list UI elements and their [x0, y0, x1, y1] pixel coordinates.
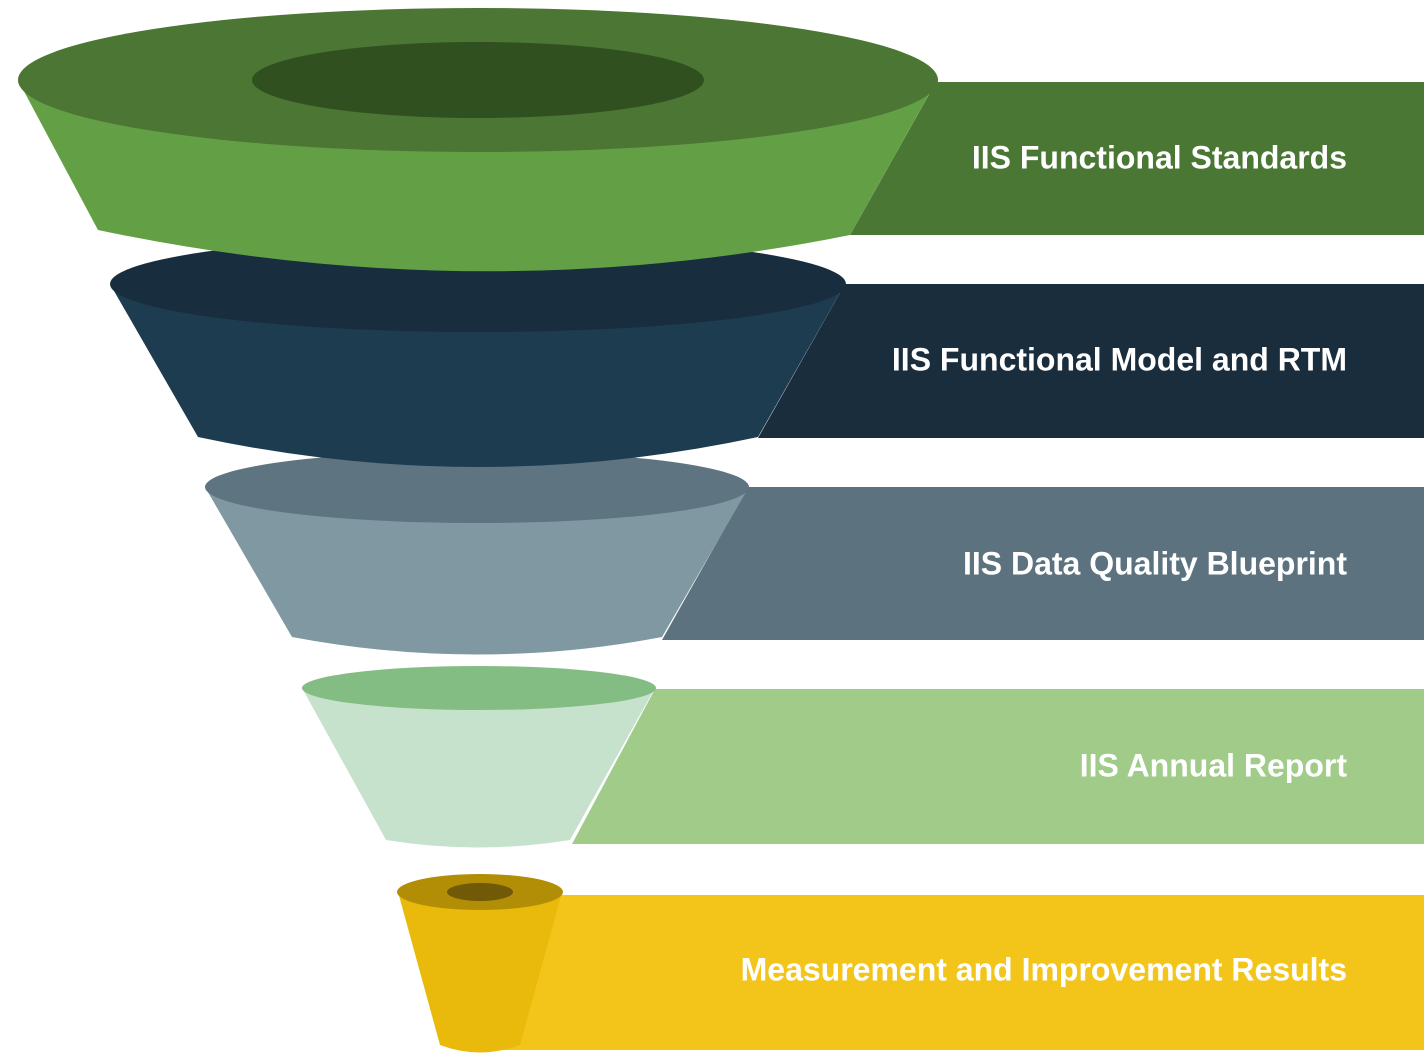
stage-band	[758, 284, 1424, 438]
funnel-cone	[110, 284, 845, 467]
stage-band	[572, 689, 1424, 844]
stage-label: IIS Data Quality Blueprint	[963, 545, 1347, 581]
funnel-cone	[205, 487, 749, 655]
funnel-stage-functional-standards: IIS Functional Standards	[18, 8, 1424, 272]
funnel-inner-opening	[252, 42, 704, 118]
stage-label: IIS Functional Model and RTM	[892, 341, 1347, 377]
funnel-stage-annual-report: IIS Annual Report	[302, 666, 1424, 848]
stage-band	[490, 895, 1424, 1050]
funnel-rim	[302, 666, 656, 710]
funnel-cone	[398, 892, 562, 1053]
funnel-rim	[205, 451, 749, 523]
stage-label: IIS Annual Report	[1080, 747, 1348, 783]
stage-label: Measurement and Improvement Results	[741, 951, 1347, 987]
stage-band	[662, 487, 1424, 640]
stage-label: IIS Functional Standards	[972, 139, 1347, 175]
stage-band	[850, 82, 1424, 235]
funnel-cone	[302, 688, 655, 848]
funnel-stage-functional-model: IIS Functional Model and RTM	[110, 236, 1424, 467]
funnel-stage-measurement-results: Measurement and Improvement Results	[397, 874, 1424, 1053]
funnel-inner-opening	[447, 883, 513, 901]
funnel-stage-data-quality-blueprint: IIS Data Quality Blueprint	[205, 451, 1424, 655]
